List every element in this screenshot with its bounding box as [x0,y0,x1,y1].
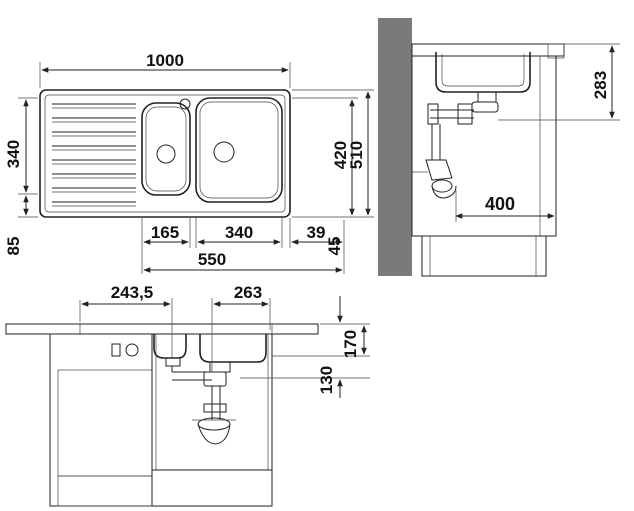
small-bowl-front [153,334,187,359]
main-bowl [195,97,283,203]
drain-pipes-side [412,91,499,199]
dim-left-h1-label: 340 [4,140,23,168]
dim-right-h2-label: 510 [347,141,366,169]
main-bowl-drain [213,141,235,163]
drainer-grooves [52,103,136,207]
top-view: 1000 340 85 420 510 165 340 39 45 550 [4,51,374,274]
drain-pipes-front [171,366,236,445]
dim-small-offset-label: 243,5 [111,283,154,302]
wall [378,18,412,276]
dim-depth-label: 400 [485,194,515,214]
main-bowl-front [199,334,267,363]
dim-main-bowl-label: 340 [225,223,253,242]
dim-depth2-label: 130 [317,366,336,394]
side-view: 283 400 [378,18,620,277]
countertop-front [5,323,319,335]
dim-main-offset-label: 263 [234,283,262,302]
dim-edge-label: 39 [307,223,326,242]
dim-cabinet-label: 550 [198,250,226,269]
tap-hole [179,98,191,110]
dim-right-h1-label: 420 [331,141,350,169]
sink-outline [39,89,291,218]
small-bowl [141,102,191,196]
small-bowl-drain [156,144,176,164]
dim-width-label: 1000 [146,51,184,70]
countertop-side [411,43,565,57]
dim-edge2-label: 45 [325,237,344,256]
dim-left-h2-label: 85 [4,237,23,256]
dim-small-bowl-label: 165 [151,223,179,242]
front-view: 243,5 263 170 130 [5,283,370,507]
dim-height-label: 283 [591,71,610,99]
cabinet-left [49,333,153,507]
dim-depth1-label: 170 [341,330,360,358]
